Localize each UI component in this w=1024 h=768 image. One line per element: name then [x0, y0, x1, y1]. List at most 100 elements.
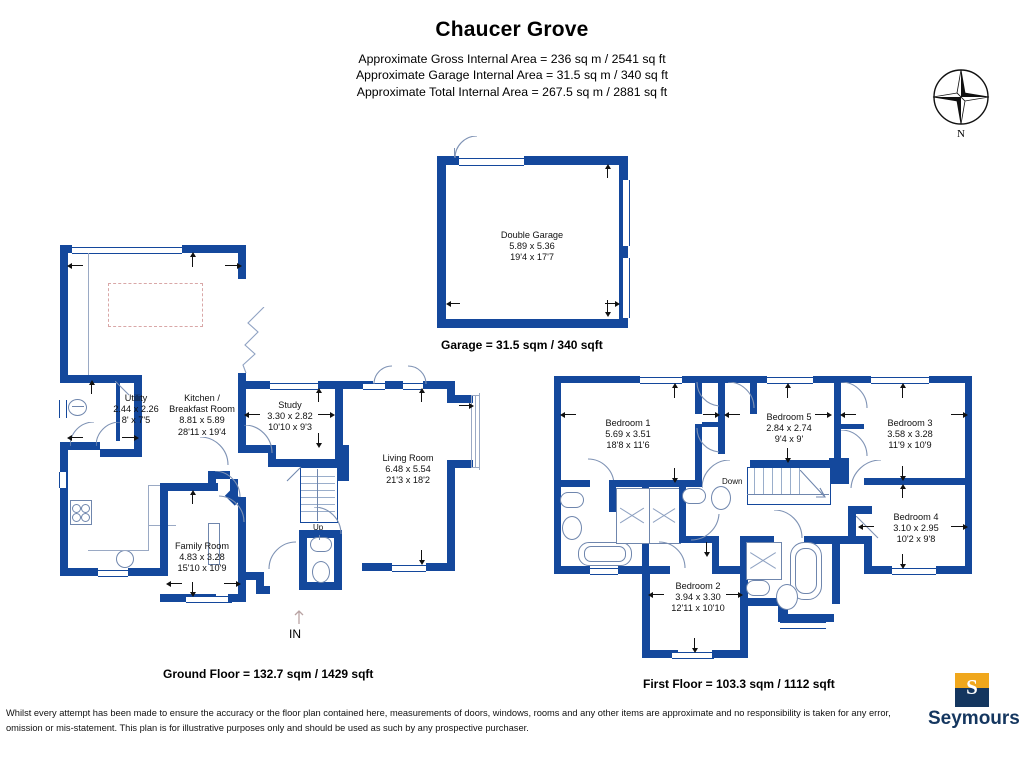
gf-wall-porch-b: [256, 572, 264, 594]
room-metric: 2.84 x 2.74: [766, 423, 812, 434]
gf-stair-step: [301, 504, 335, 505]
header: Chaucer Grove Approximate Gross Internal…: [0, 18, 1024, 100]
gf-wall-hall-top-b: [385, 381, 403, 389]
ff-wall-bathR-top-a: [740, 536, 774, 544]
ff-wall-left: [554, 376, 561, 574]
ff-dim-3: [674, 468, 675, 480]
gf-window-family-bottom: [186, 595, 232, 603]
room-imperial: 21'3 x 18'2: [386, 475, 430, 486]
gf-door-swing-study-icon: [243, 425, 273, 454]
ff-wall-b1-bottom-a: [554, 480, 590, 487]
ff-wall-b4-top-jog: [848, 506, 872, 514]
gf-dim-arrow-7: [315, 388, 322, 393]
garage-door-opening: [459, 157, 524, 166]
garage-wall-left: [437, 156, 446, 328]
ff-wall-landing-left: [718, 376, 725, 454]
gf-dim-11: [192, 492, 193, 504]
first-floor-caption: First Floor = 103.3 sqm / 1112 sqft: [643, 677, 835, 691]
gf-dim-13: [224, 583, 238, 584]
ff-wall-bathL-rightjog: [609, 480, 616, 512]
ff-wall-b2-bottom-b: [712, 650, 748, 658]
ff-wall-b4-bottom-jog: [848, 536, 872, 544]
gf-sink-kitchen-icon: [116, 550, 134, 568]
ff-basin-bathR-icon: [746, 580, 770, 596]
ground-floor-caption: Ground Floor = 132.7 sqm / 1429 sqft: [163, 667, 374, 681]
room-name: Bedroom 1: [605, 418, 651, 428]
entrance-arrow-icon: [294, 610, 304, 624]
room-imperial: 10'10 x 9'3: [268, 422, 312, 433]
room-name: Bedroom 4: [893, 512, 939, 522]
room-metric: 6.48 x 5.54: [385, 464, 431, 475]
ff-door-swing-b3-closet-b-icon: [841, 430, 868, 457]
ff-dim-arrow-10: [899, 383, 906, 388]
ff-wall-b3-top-b: [929, 376, 972, 383]
ff-wall-b4-leftlower: [864, 536, 872, 574]
gf-dim-arrow-1: [67, 262, 72, 269]
gf-stair-step: [301, 476, 335, 477]
gf-wall-family-bottom-b: [228, 594, 246, 602]
gf-door-swing-wc-icon: [268, 541, 297, 570]
ff-wall-b4-bottom-b: [936, 566, 972, 574]
ff-window-bathR-bottom: [780, 622, 826, 629]
gf-wall-family-chamfer-a: [230, 479, 238, 499]
gf-wall-living-right: [447, 460, 455, 570]
brand-name: Seymours: [928, 708, 1020, 729]
ff-stair-label: Down: [722, 477, 743, 486]
gf-dim-arrow-6: [330, 411, 335, 418]
gf-wall-kitchen-left: [60, 245, 68, 381]
ff-wall-b2-left: [642, 566, 650, 658]
room-imperial: 9'4 x 9': [774, 434, 804, 445]
ff-door-swing-b3-closet-a-icon: [841, 382, 868, 409]
gf-hob-ring-2: [81, 504, 90, 513]
garage-dim-h-left: [448, 303, 460, 304]
ff-bath-bathR-inner: [795, 548, 817, 594]
gf-stair-stringer: [317, 469, 318, 521]
ff-door-swing-closet-b-icon: [696, 428, 720, 453]
room-metric: 3.94 x 3.30: [675, 592, 721, 603]
garage-wall-top-b: [524, 156, 628, 165]
gf-wall-study-top-a: [238, 381, 270, 389]
gf-wall-hall-top-a: [343, 381, 373, 389]
ff-bath-bathL-inner: [584, 546, 626, 562]
gf-dim-16: [122, 437, 136, 438]
ff-door-swing-b3-icon: [850, 460, 881, 489]
gf-wall-stair-newel: [335, 445, 349, 481]
ff-dim-arrow-2: [671, 383, 678, 388]
garage-wall-bottom: [437, 319, 628, 328]
ff-wall-stair-newel: [829, 458, 849, 484]
gf-zigzag-break-icon: [242, 307, 265, 373]
gf-dim-14: [192, 582, 193, 594]
ff-dim-arrow-12: [899, 476, 906, 481]
gf-wall-porch-c: [256, 586, 270, 594]
gf-dim-arrow-8: [315, 443, 322, 448]
gf-door-swing-family-top-icon: [214, 471, 241, 498]
ff-window-b1-top: [640, 377, 682, 384]
ground-floor-plan: Up: [58, 245, 510, 650]
gf-stair-step: [301, 511, 335, 512]
ff-dim-arrow-1: [560, 411, 565, 418]
gf-window-utility-left: [58, 400, 67, 418]
page-title: Chaucer Grove: [435, 18, 589, 41]
ff-wall-bathL-bottom-b: [618, 566, 642, 574]
gf-french-doors-swing-icon: [373, 365, 427, 385]
ff-dim-arrow-20: [703, 552, 710, 557]
ff-wall-b2-top-right: [712, 566, 748, 574]
gf-wall-family-left: [160, 483, 168, 576]
gf-wall-hall-top-c: [423, 381, 455, 389]
ff-dim-arrow-15: [963, 523, 968, 530]
ff-dim-arrow-5: [724, 411, 729, 418]
gf-wall-study-bottom-jog: [268, 445, 276, 467]
gf-fireplace-icon: [208, 523, 220, 565]
ff-dim-15: [951, 526, 965, 527]
garage-window-right-lower: [621, 258, 630, 318]
garage-dim-arrow-up: [604, 164, 611, 169]
garage-dim-arrow-right: [615, 300, 620, 307]
gf-dim-10: [421, 550, 422, 562]
ff-wall-landing-divider: [702, 422, 725, 427]
room-name: Family Room: [174, 541, 230, 551]
gf-bay-glass-bottom: [471, 467, 480, 468]
room-metric: 4.83 x 3.28: [179, 552, 225, 563]
room-label-utility: Utility 2.44 x 2.26 8' x 7'5: [82, 393, 190, 427]
gf-dim-arrow-15: [67, 434, 72, 441]
gf-door-swing-cupboard-icon: [115, 381, 130, 396]
